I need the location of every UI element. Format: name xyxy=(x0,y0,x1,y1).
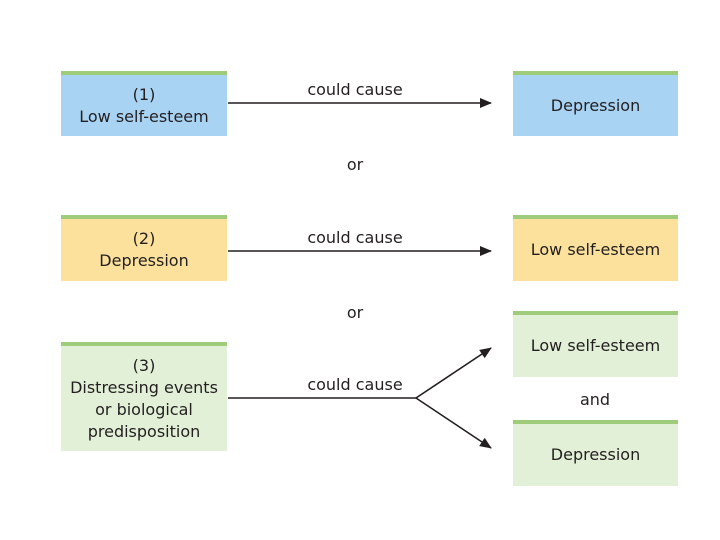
arrow-label-row1: could cause xyxy=(307,80,403,99)
box-label-line-3: predisposition xyxy=(87,421,201,441)
box-label-line-2: or biological xyxy=(95,399,193,419)
box-low-self-esteem-result-2: Low self-esteem xyxy=(513,215,678,281)
arrow-label-row2: could cause xyxy=(307,228,403,247)
or-label-2: or xyxy=(346,303,364,322)
box-label: Depression xyxy=(99,251,189,270)
box-number: (2) xyxy=(132,229,156,248)
box-label: Low self-esteem xyxy=(79,106,209,126)
box-depression-result-1: Depression xyxy=(513,71,678,136)
box-number: (1) xyxy=(132,84,156,104)
box-depression-result-3: Depression xyxy=(513,420,678,486)
box-distressing-events: (3) Distressing events or biological pre… xyxy=(61,342,227,451)
arrow-row3-up xyxy=(415,347,492,399)
box-label: Depression xyxy=(550,95,641,115)
box-depression-2: (2) Depression xyxy=(61,215,227,281)
or-label-1: or xyxy=(346,155,364,174)
box-label: Low self-esteem xyxy=(530,240,661,259)
and-label: and xyxy=(579,390,611,409)
box-number: (3) xyxy=(132,355,156,375)
box-label: Low self-esteem xyxy=(530,336,661,355)
box-low-self-esteem-result-3: Low self-esteem xyxy=(513,311,678,377)
box-label: Depression xyxy=(550,445,641,464)
box-low-self-esteem-1: (1) Low self-esteem xyxy=(61,71,227,136)
arrow-row3-down xyxy=(415,397,492,449)
box-label-line-1: Distressing events xyxy=(70,377,218,397)
arrow-label-row3: could cause xyxy=(307,375,403,394)
